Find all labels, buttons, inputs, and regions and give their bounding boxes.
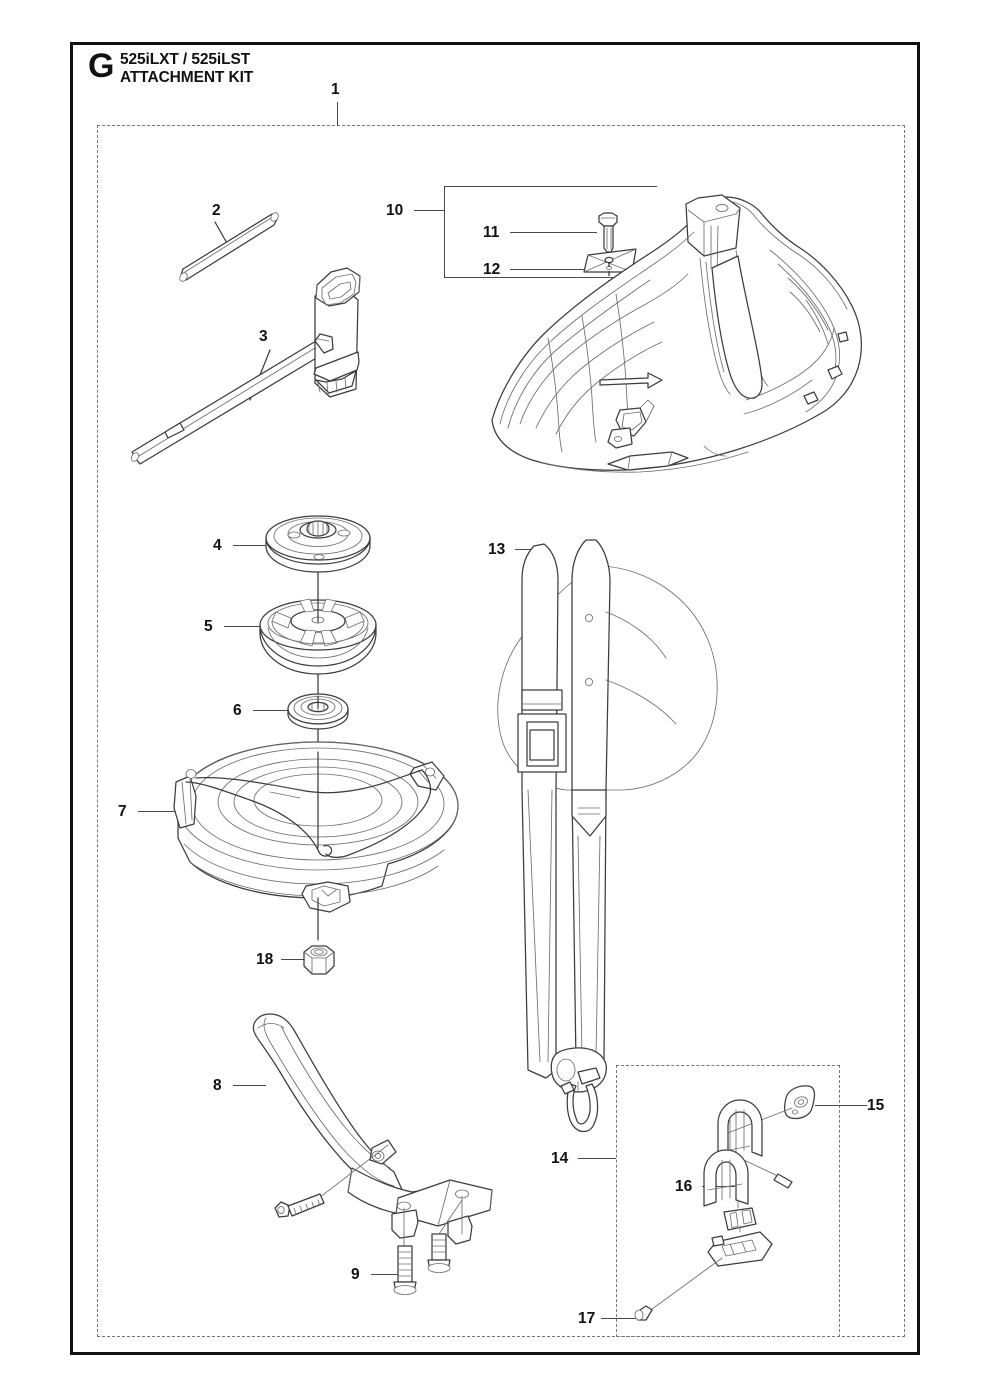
leader-1 bbox=[337, 102, 339, 126]
section-letter: G bbox=[88, 47, 114, 85]
callout-16: 16 bbox=[675, 1178, 693, 1195]
callout-14: 14 bbox=[551, 1150, 569, 1167]
leader-11 bbox=[510, 232, 597, 234]
leader-4 bbox=[233, 545, 289, 547]
main-kit-group-box bbox=[97, 125, 905, 1337]
leader-16 bbox=[702, 1186, 735, 1188]
callout-8: 8 bbox=[213, 1077, 222, 1094]
callout-5: 5 bbox=[204, 618, 213, 635]
part-4-cap bbox=[265, 515, 371, 601]
part-7-housing bbox=[173, 741, 459, 941]
callout-3: 3 bbox=[259, 328, 268, 345]
part-5-spool bbox=[259, 598, 377, 697]
title-block: 525iLXT / 525iLST ATTACHMENT KIT bbox=[120, 52, 253, 85]
callout-6: 6 bbox=[233, 702, 242, 719]
callout-18: 18 bbox=[256, 951, 274, 968]
leader-10 bbox=[414, 210, 444, 212]
part-13-harness bbox=[497, 539, 718, 1133]
leader-14 bbox=[578, 1158, 616, 1160]
callout-1: 1 bbox=[331, 81, 340, 98]
part-6-washer bbox=[287, 693, 349, 753]
callout-11: 11 bbox=[483, 224, 500, 241]
callout-12: 12 bbox=[483, 261, 501, 278]
diagram-header: G 525iLXT / 525iLST ATTACHMENT KIT bbox=[88, 47, 253, 85]
callout-7: 7 bbox=[118, 803, 127, 820]
callout-2: 2 bbox=[212, 202, 221, 219]
leader-2-line bbox=[214, 221, 229, 246]
model-title: 525iLXT / 525iLST bbox=[119, 51, 251, 68]
guard-hardware-bracket bbox=[444, 186, 657, 278]
leader-7 bbox=[138, 811, 184, 813]
leader-8 bbox=[233, 1085, 266, 1087]
part-2-rod bbox=[179, 212, 279, 282]
callout-17: 17 bbox=[578, 1310, 596, 1327]
part-guard bbox=[491, 194, 862, 473]
callout-13: 13 bbox=[488, 541, 506, 558]
leader-5 bbox=[224, 626, 282, 628]
kit-title: ATTACHMENT KIT bbox=[119, 68, 254, 86]
part-8-handle bbox=[252, 1013, 493, 1295]
leader-17 bbox=[601, 1318, 637, 1320]
leader-15 bbox=[815, 1105, 867, 1107]
callout-9: 9 bbox=[351, 1266, 360, 1283]
part-18-nut bbox=[303, 945, 335, 975]
hook-kit-group-box bbox=[616, 1065, 840, 1337]
callout-10: 10 bbox=[386, 202, 404, 219]
callout-4: 4 bbox=[213, 537, 222, 554]
leader-18 bbox=[281, 959, 307, 961]
callout-15: 15 bbox=[867, 1097, 885, 1114]
leader-12 bbox=[510, 269, 585, 271]
part-11-screw bbox=[598, 212, 618, 253]
part-3-wrench bbox=[130, 267, 361, 465]
leader-6 bbox=[253, 710, 296, 712]
leader-9 bbox=[371, 1274, 402, 1276]
part-16-clip bbox=[634, 1099, 793, 1321]
